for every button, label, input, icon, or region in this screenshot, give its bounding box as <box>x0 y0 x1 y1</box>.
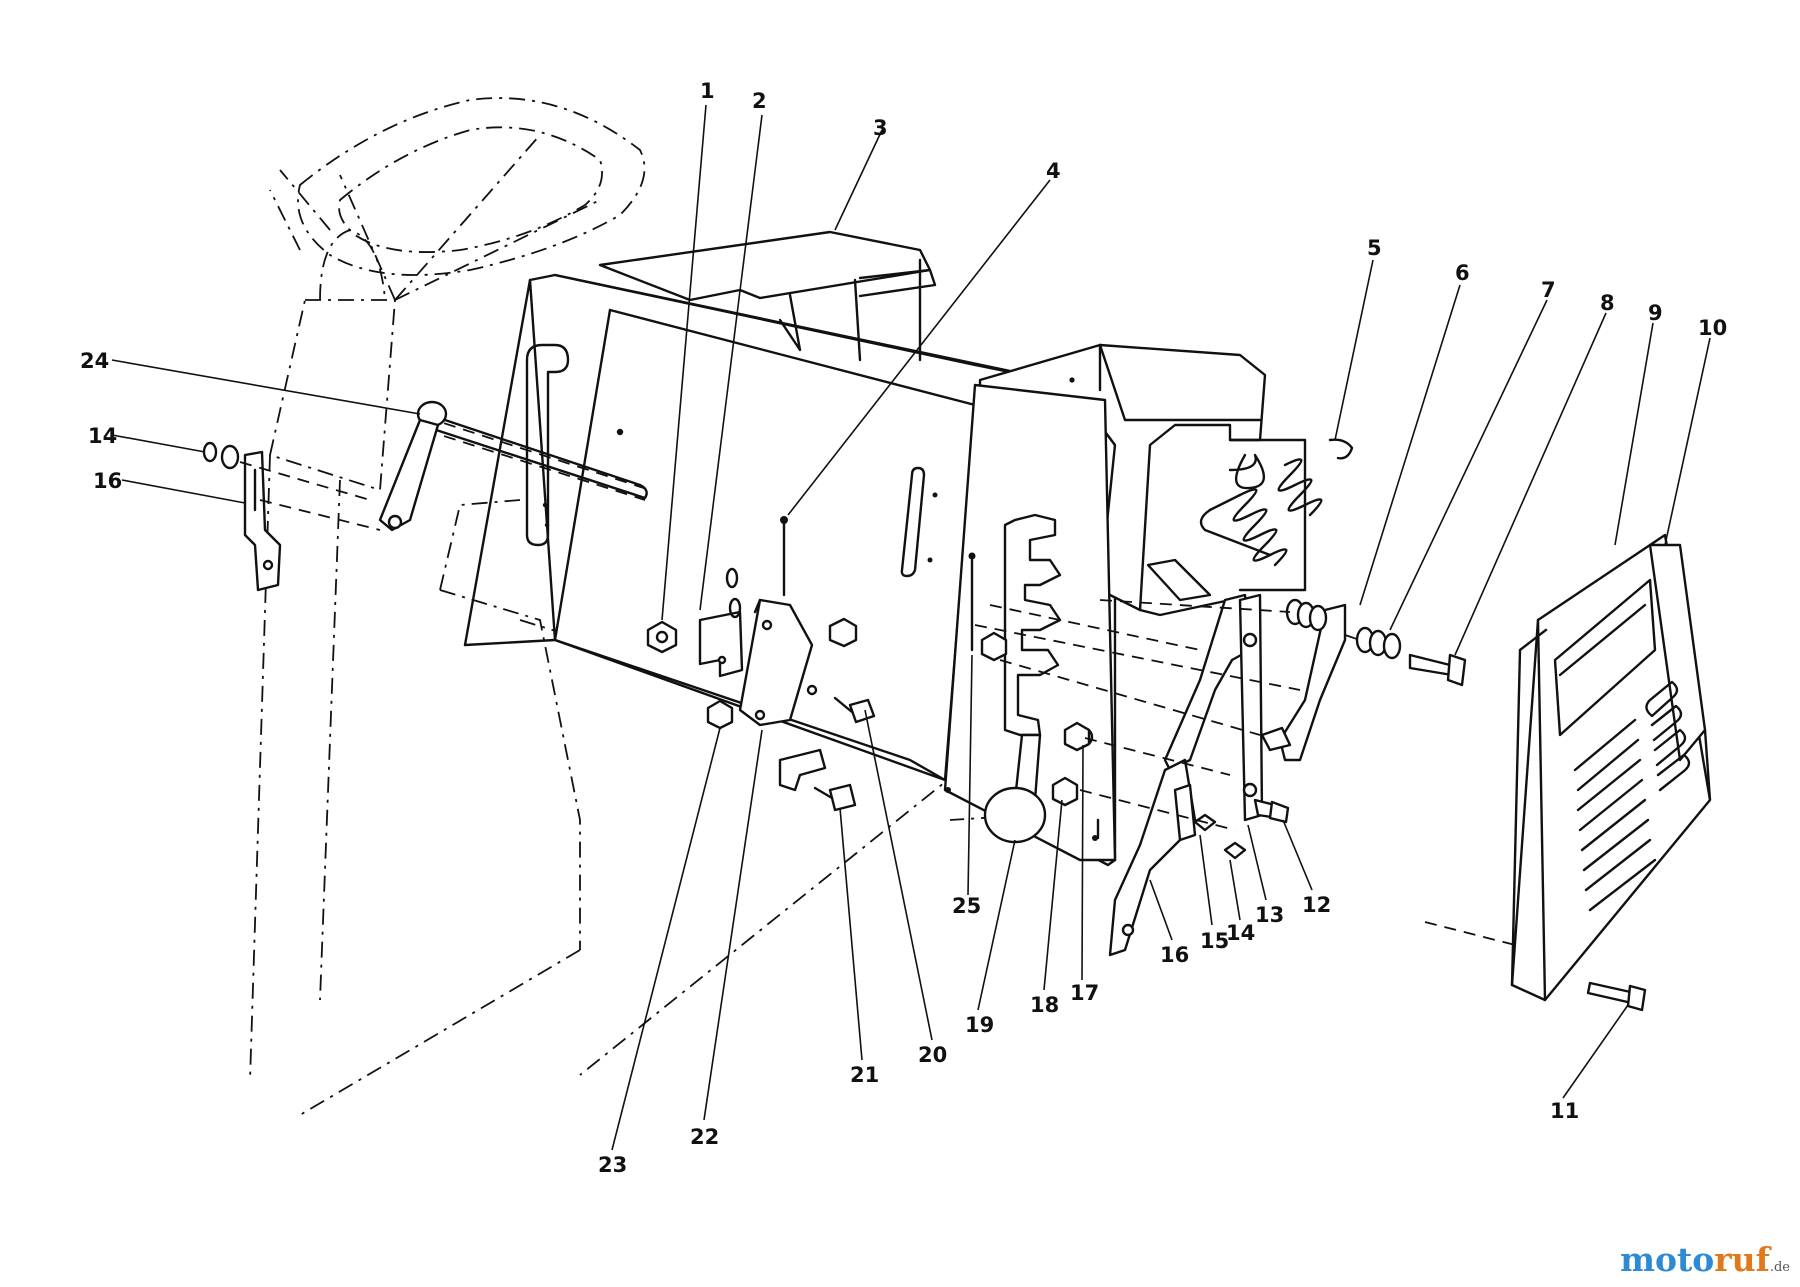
dash-cover-top <box>598 230 937 362</box>
callout-18: 18 <box>1030 993 1059 1017</box>
callout-5: 5 <box>1367 236 1382 260</box>
watermark-tld: .de <box>1769 1260 1790 1275</box>
watermark-brand-part2: ruf <box>1714 1240 1770 1279</box>
callout-8: 8 <box>1600 291 1615 315</box>
callout-16-right: 16 <box>1160 943 1189 967</box>
callout-13: 13 <box>1255 903 1284 927</box>
callout-14-right: 14 <box>1226 921 1255 945</box>
callout-21: 21 <box>850 1063 879 1087</box>
callout-3: 3 <box>873 116 888 140</box>
linkage-arm-right <box>1260 598 1467 762</box>
steering-wheel-phantom <box>269 97 646 301</box>
callout-17: 17 <box>1070 981 1099 1005</box>
callout-19: 19 <box>965 1013 994 1037</box>
callout-1: 1 <box>700 79 715 103</box>
steering-column-phantom <box>249 229 396 1081</box>
bolt-12 <box>1253 798 1290 824</box>
callout-25: 25 <box>952 894 981 918</box>
callout-15: 15 <box>1200 929 1229 953</box>
callout-2: 2 <box>752 89 767 113</box>
callout-labels: 1 2 3 4 5 6 7 8 9 10 11 12 13 14 15 16 1… <box>80 79 1727 1177</box>
tension-spring <box>1199 438 1354 567</box>
left-linkage-parts <box>202 400 651 592</box>
callout-22: 22 <box>690 1125 719 1149</box>
callout-20: 20 <box>918 1043 947 1067</box>
callout-9: 9 <box>1648 301 1663 325</box>
callout-6: 6 <box>1455 261 1470 285</box>
hardware-fasteners <box>646 516 1094 812</box>
callout-14-left: 14 <box>88 424 117 448</box>
assembly-alignment-lines <box>974 599 1361 831</box>
callout-leader-lines <box>111 104 1711 1151</box>
callout-24: 24 <box>80 349 109 373</box>
callout-11: 11 <box>1550 1099 1579 1123</box>
bolt-11 <box>1586 981 1647 1012</box>
shift-lever-with-knob <box>983 733 1047 844</box>
motoruf-watermark-logo: motoruf.de <box>1620 1240 1790 1279</box>
callout-4: 4 <box>1046 159 1061 183</box>
shift-linkage-arms <box>1108 593 1264 957</box>
callout-16-left: 16 <box>93 469 122 493</box>
callout-7: 7 <box>1541 278 1556 302</box>
callout-10: 10 <box>1698 316 1727 340</box>
front-grille-panel <box>1424 533 1712 1002</box>
callout-12: 12 <box>1302 893 1331 917</box>
watermark-brand-part1: moto <box>1620 1240 1715 1279</box>
callout-23: 23 <box>598 1153 627 1177</box>
